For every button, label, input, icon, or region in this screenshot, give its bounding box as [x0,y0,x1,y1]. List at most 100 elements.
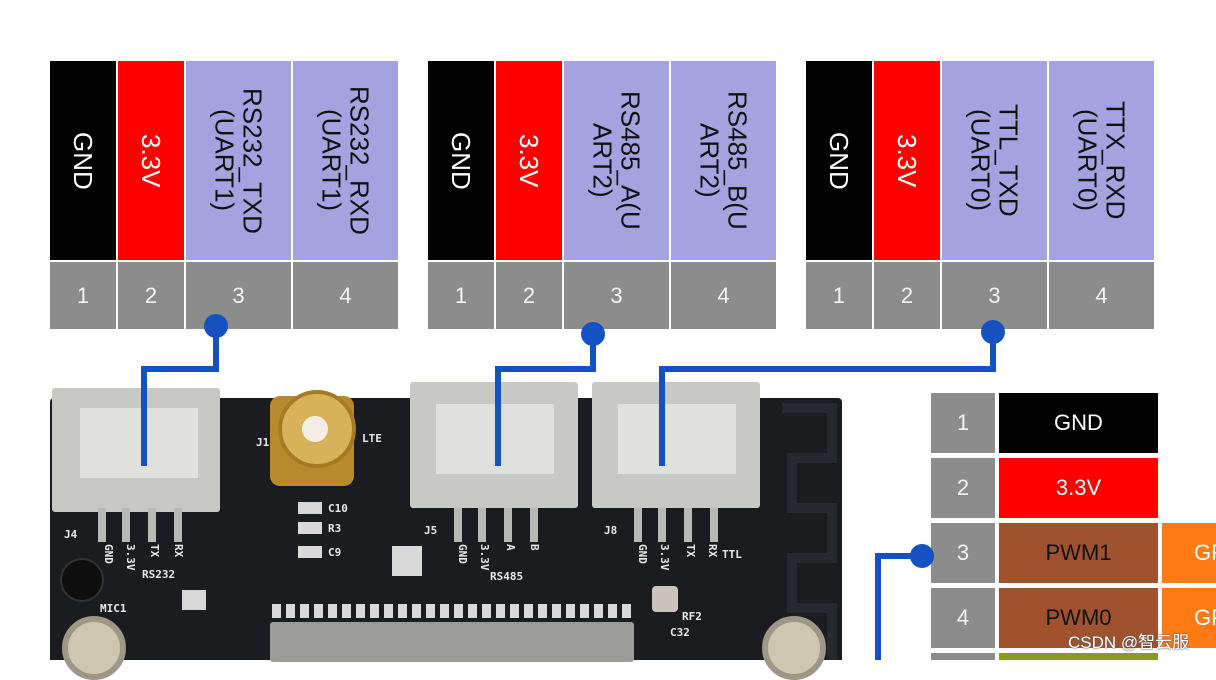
pin-txd: RS232_TXD (UART1) 3 [186,61,291,329]
pin-label: GND [68,131,98,190]
wire-rs232-tx [141,328,219,466]
pin-number: 1 [428,262,494,329]
wire-rs485-a [495,334,596,466]
silk-tx: TX [684,544,697,558]
pin-number: 2 [496,262,562,329]
wire-overlay [141,314,1005,660]
pin-number: 3 [186,262,291,329]
pin-number: 1 [931,393,995,453]
connector-ttl-pinout: GND 1 3.3V 2 TTL_TXD (UART0) 3 TTX_RXD (… [806,61,1154,329]
pin-label: TTX_RXD (UART0) [1072,101,1131,220]
silk-rx: RX [706,544,719,558]
pcb-board: J4 J5 J8 J1 LTE RS232 RS485 TTL GND 3.3V… [50,382,842,680]
j8-connector-inner [618,404,736,474]
pin-number: 2 [118,262,184,329]
pin-label: 3.3V [514,133,544,188]
connector-rs232-pinout: GND 1 3.3V 2 RS232_TXD (UART1) 3 RS232_R… [50,61,398,329]
pin-number: 4 [931,588,995,648]
pin-gnd: GND 1 [806,61,872,329]
connector-rs485-pinout: GND 1 3.3V 2 RS485_A(U ART2) 3 RS485_B(U… [428,61,776,329]
smd-component [392,546,422,576]
pin-b: RS485_B(U ART2) 4 [671,61,776,329]
silk-gnd: GND [456,544,469,564]
pin-rxd: TTX_RXD (UART0) 4 [1049,61,1154,329]
sma-connector-center [302,416,328,442]
silk-c32: C32 [670,626,690,639]
antenna-trace [782,403,837,660]
silk-j4: J4 [64,528,78,541]
pin-number: 3 [931,523,995,583]
pin-gnd: GND 1 [428,61,494,329]
connector-legs [98,508,718,542]
pin-label: RS232_RXD (UART1) [316,86,375,235]
pin-gnd: GND 1 [50,61,116,329]
wire-dot [981,320,1005,344]
watermark: CSDN @智云服 [1068,633,1190,652]
pin-label: RS485_B(U ART2) [694,91,753,230]
pin-label-pwm1: PWM1 [999,523,1158,583]
pin-label-pwm0: PWM0 [999,588,1158,648]
pin-table-next-row [931,653,995,660]
pin-label: 3.3V [892,133,922,188]
pin-label-gnd: GND [999,393,1158,453]
microphone [60,558,104,602]
silk-r3: R3 [328,522,342,535]
silk-j1: J1 [256,436,270,449]
wire-ttl-tx [659,332,996,466]
silk-j8: J8 [604,524,618,537]
pin-number: 1 [806,262,872,329]
pin-label: 3.3V [136,133,166,188]
pin-table-next-row [999,653,1158,660]
pin-label: GND [824,131,854,190]
silk-ttl: TTL [722,548,742,561]
silk-tx: TX [148,544,161,558]
pin-number: 4 [671,262,776,329]
pin-label: TTL_TXD (UART0) [965,104,1024,217]
pin-3v3: 3.3V 2 [874,61,940,329]
pin-label: RS485_A(U ART2) [587,91,646,230]
silk-rs232: RS232 [142,568,176,581]
pin-label: GND [446,131,476,190]
pin-number: 4 [293,262,398,329]
pin-a: RS485_A(U ART2) 3 [564,61,669,329]
silk-c10: C10 [328,502,348,515]
smd-component [298,546,322,558]
silk-a: A [504,544,517,551]
module-pad-row [272,604,632,618]
silk-3v3: 3.3V [124,544,137,571]
silk-mic1: MIC1 [100,602,127,615]
pin-label: RS232_TXD (UART1) [209,87,268,234]
silk-lte: LTE [362,432,382,445]
pin-function-gpio: GPIO [1162,523,1216,583]
pin-label-3v3: 3.3V [999,458,1158,518]
pin-number: 3 [564,262,669,329]
pin-number: 3 [942,262,1047,329]
pin-function-gpio: GPIO [1162,588,1216,648]
silk-gnd: GND [636,544,649,564]
pin-rxd: RS232_RXD (UART1) 4 [293,61,398,329]
pin-number: 2 [874,262,940,329]
silk-b: B [528,544,541,551]
silk-c9: C9 [328,546,342,559]
silk-3v3: 3.3V [658,544,671,571]
wire-dot [204,314,228,338]
silk-rs485: RS485 [490,570,524,583]
silk-gnd: GND [102,544,115,564]
pin-number: 4 [1049,262,1154,329]
silk-j5: J5 [424,524,438,537]
silk-3v3: 3.3V [478,544,491,571]
pin-number: 2 [931,458,995,518]
ufl-connector [652,586,678,612]
silk-rx: RX [172,544,185,558]
module-shield [270,622,634,662]
j4-connector-inner [80,408,198,478]
smd-component [298,502,322,514]
pin-3v3: 3.3V 2 [496,61,562,329]
smd-component [298,522,322,534]
wire-dot [581,322,605,346]
wire-pwm1 [875,553,922,660]
pin-txd: TTL_TXD (UART0) 3 [942,61,1047,329]
smd-component [182,590,206,610]
silk-rf2: RF2 [682,610,702,623]
pin-3v3: 3.3V 2 [118,61,184,329]
